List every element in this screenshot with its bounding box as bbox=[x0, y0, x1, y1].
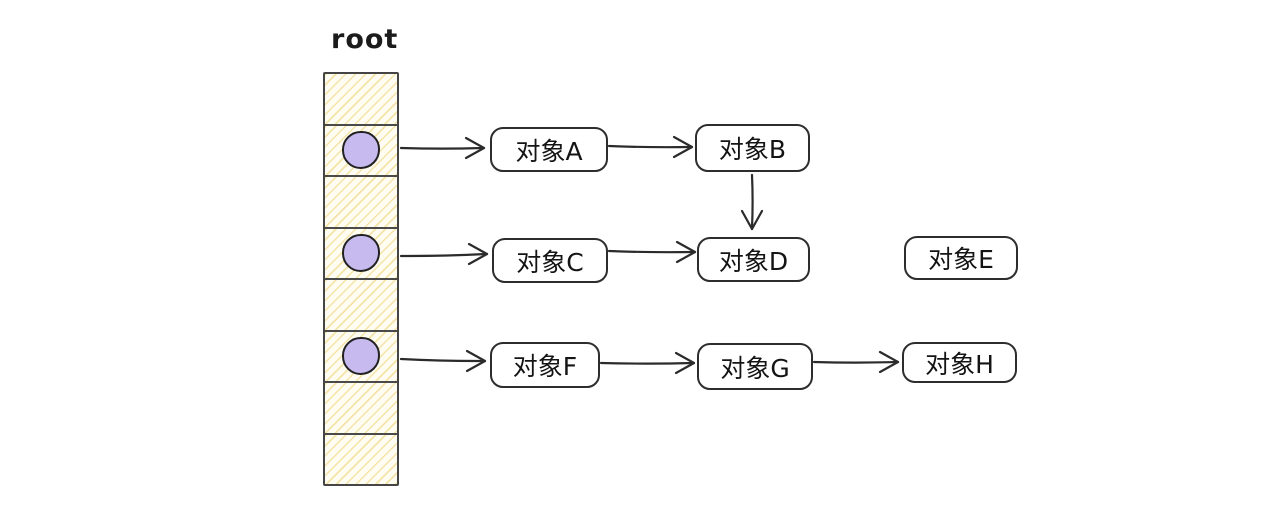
root-stack-cell-1 bbox=[325, 74, 397, 126]
root-stack-cell-4 bbox=[325, 228, 397, 280]
arrow-root2-A bbox=[399, 136, 486, 160]
root-stack-cell-8 bbox=[325, 434, 397, 484]
object-box-C: 对象C bbox=[492, 238, 608, 283]
arrow-A-B bbox=[607, 135, 694, 159]
arrow-B-D bbox=[740, 173, 764, 231]
object-box-A: 对象A bbox=[490, 127, 608, 172]
root-stack-cell-2 bbox=[325, 125, 397, 177]
arrow-C-D bbox=[607, 240, 697, 264]
arrow-root6-F bbox=[399, 349, 487, 373]
root-stack-cell-6 bbox=[325, 331, 397, 383]
root-stack-cell-3 bbox=[325, 177, 397, 229]
root-pointer-dot bbox=[342, 131, 380, 170]
root-label: root bbox=[331, 24, 399, 55]
object-box-B: 对象B bbox=[695, 124, 810, 172]
root-stack-cell-7 bbox=[325, 383, 397, 435]
object-box-F: 对象F bbox=[490, 342, 600, 388]
arrow-F-G bbox=[599, 351, 696, 375]
arrow-G-H bbox=[812, 350, 900, 374]
root-pointer-dot bbox=[342, 337, 380, 376]
root-stack-cell-5 bbox=[325, 280, 397, 332]
object-box-H: 对象H bbox=[902, 342, 1017, 383]
object-box-G: 对象G bbox=[697, 343, 813, 390]
object-box-E: 对象E bbox=[904, 236, 1018, 280]
object-box-D: 对象D bbox=[697, 237, 810, 282]
root-pointer-dot bbox=[342, 234, 380, 273]
arrow-root4-C bbox=[399, 242, 489, 266]
root-stack bbox=[323, 72, 399, 486]
